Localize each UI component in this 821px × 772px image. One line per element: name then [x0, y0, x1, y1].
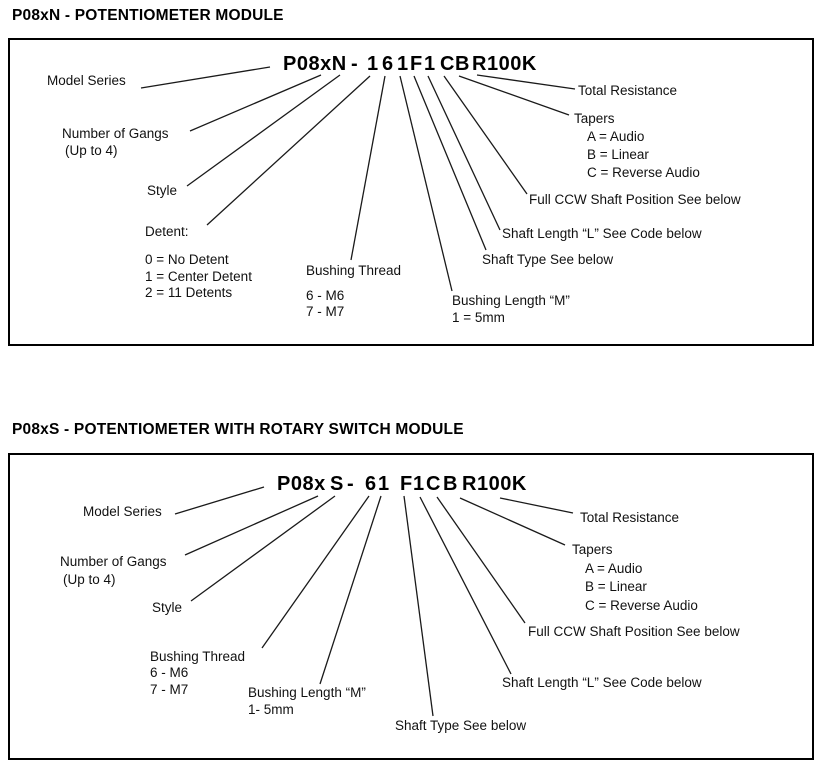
label-tapers-b: B = Linear: [585, 579, 647, 594]
section-title-p08xn: P08xN - POTENTIOMETER MODULE: [12, 7, 284, 24]
label-up-to-4: (Up to 4): [63, 572, 116, 587]
section-title-p08xs: P08xS - POTENTIOMETER WITH ROTARY SWITCH…: [12, 421, 464, 438]
pn-seg-style: S: [330, 473, 344, 495]
label-number-of-gangs: Number of Gangs: [62, 126, 169, 141]
label-detent-title: Detent:: [145, 224, 189, 239]
label-full-ccw: Full CCW Shaft Position See below: [529, 192, 741, 207]
pn-seg-series: P08xN: [283, 53, 347, 75]
label-tapers-c: C = Reverse Audio: [587, 165, 700, 180]
label-bushing-length-1: 1 = 5mm: [452, 310, 505, 325]
label-full-ccw: Full CCW Shaft Position See below: [528, 624, 740, 639]
label-total-resistance: Total Resistance: [580, 510, 680, 525]
label-tapers-title: Tapers: [574, 111, 615, 126]
label-bushing-length: Bushing Length “M”: [248, 685, 366, 700]
label-bushing-length-1: 1- 5mm: [248, 702, 294, 717]
pn-seg-series: P08x: [277, 473, 326, 495]
pn-seg-bush-length: 1: [378, 473, 390, 495]
label-tapers-c: C = Reverse Audio: [585, 598, 698, 613]
label-tapers-a: A = Audio: [585, 561, 643, 576]
label-bushing-thread-7: 7 - M7: [150, 682, 189, 697]
label-style: Style: [147, 183, 178, 198]
pn-seg-taper: B: [455, 53, 470, 75]
label-bushing-thread-6: 6 - M6: [150, 665, 189, 680]
diagram-box-p08xn: [8, 38, 814, 346]
label-detent-2: 2 = 11 Detents: [145, 285, 233, 300]
label-detent-0: 0 = No Detent: [145, 252, 229, 267]
label-up-to-4: (Up to 4): [65, 143, 118, 158]
label-style: Style: [152, 600, 183, 615]
label-bushing-thread: Bushing Thread: [150, 649, 246, 664]
pn-seg-shaft-type: F: [410, 53, 423, 75]
pn-seg-bush-thread: 6: [382, 53, 394, 75]
pn-seg-resistance: R100K: [472, 53, 537, 75]
label-shaft-type: Shaft Type See below: [482, 252, 614, 267]
label-tapers-b: B = Linear: [587, 147, 649, 162]
pn-seg-full-ccw: C: [440, 53, 455, 75]
pn-seg-bush-thread: 6: [365, 473, 377, 495]
pn-seg-resistance: R100K: [462, 473, 527, 495]
label-model-series: Model Series: [83, 504, 162, 519]
label-number-of-gangs: Number of Gangs: [60, 554, 167, 569]
pn-seg-dash: -: [351, 53, 359, 75]
pn-seg-shaft-type: F: [400, 473, 413, 495]
pn-seg-shaft-len: 1: [424, 53, 436, 75]
pn-seg-full-ccw: C: [426, 473, 441, 495]
label-shaft-length: Shaft Length “L” See Code below: [502, 226, 702, 241]
pn-seg-shaft-len: 1: [413, 473, 425, 495]
label-bushing-thread-6: 6 - M6: [306, 288, 345, 303]
label-tapers-a: A = Audio: [587, 129, 645, 144]
label-bushing-thread: Bushing Thread: [306, 263, 402, 278]
label-model-series: Model Series: [47, 73, 126, 88]
label-bushing-length: Bushing Length “M”: [452, 293, 570, 308]
label-detent-1: 1 = Center Detent: [145, 269, 252, 284]
pn-seg-detent: 1: [367, 53, 379, 75]
label-tapers-title: Tapers: [572, 542, 613, 557]
label-shaft-length: Shaft Length “L” See Code below: [502, 675, 702, 690]
label-bushing-thread-7: 7 - M7: [306, 304, 345, 319]
diagram-box-p08xs: [8, 453, 814, 760]
pn-seg-bush-length: 1: [397, 53, 409, 75]
label-total-resistance: Total Resistance: [578, 83, 678, 98]
pn-seg-dash: -: [347, 473, 355, 495]
label-shaft-type: Shaft Type See below: [395, 718, 527, 733]
pn-seg-taper: B: [443, 473, 458, 495]
